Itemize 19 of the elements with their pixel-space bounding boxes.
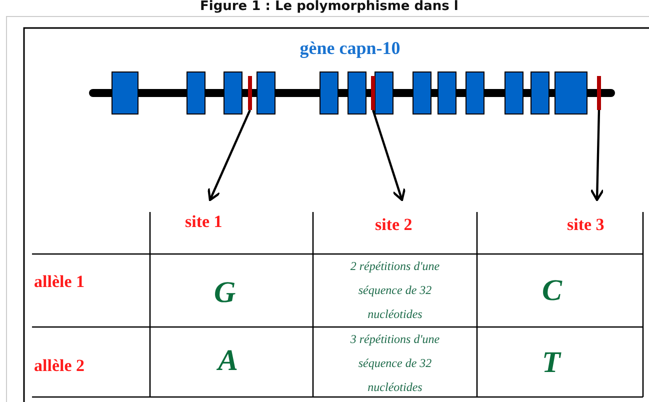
row-header: allèle 1 [34, 272, 85, 292]
allele-base: G [214, 276, 236, 310]
repeat-description: 2 répétitions d'une séquence de 32 nucléotides [349, 258, 441, 323]
arrow [590, 110, 604, 202]
column-header: site 3 [567, 215, 606, 235]
gene-label: gène capn-10 [298, 38, 402, 59]
allele-base: C [542, 274, 562, 308]
allele-base: A [218, 344, 238, 378]
figure-title: Figure 1 : Le polymorphisme dans l [200, 0, 458, 14]
repeat-description: 3 répétitions d'une séquence de 32 nucléotides [349, 331, 441, 396]
row-header: allèle 2 [34, 356, 85, 376]
site-marker [371, 76, 375, 110]
column-header: site 2 [375, 215, 414, 235]
arrow [372, 110, 406, 202]
arrow [207, 110, 251, 202]
column-header: site 1 [185, 212, 224, 232]
site-marker [248, 76, 252, 110]
site-marker [597, 76, 601, 110]
allele-base: T [542, 346, 560, 380]
